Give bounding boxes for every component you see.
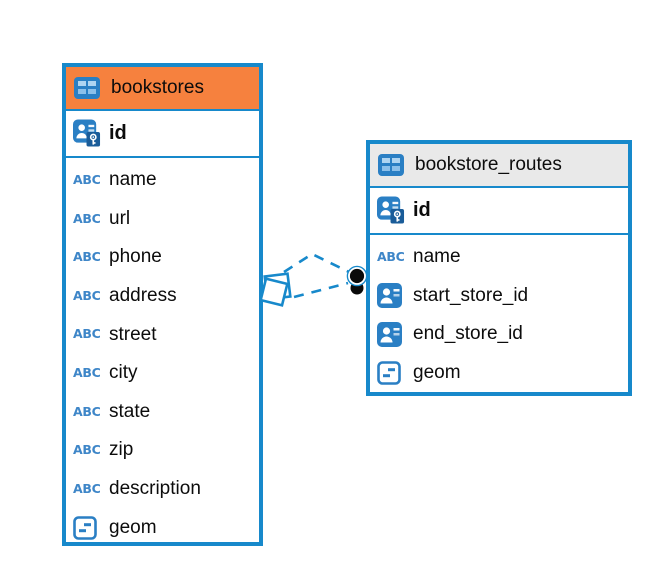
field-row[interactable]: start_store_id	[370, 277, 628, 316]
field-name: description	[109, 478, 201, 500]
field-name: id	[109, 122, 127, 144]
primary-key-icon	[73, 119, 101, 148]
text-type-icon: ABC	[73, 403, 101, 419]
field-list: ABC name ABC url ABC phone ABC address A…	[66, 158, 259, 547]
field-row[interactable]: ABC name	[66, 161, 259, 200]
field-row[interactable]: ABC description	[66, 470, 259, 509]
field-name: street	[109, 323, 157, 345]
table-icon	[378, 154, 406, 176]
field-name: name	[413, 246, 461, 268]
field-name: geom	[413, 362, 461, 384]
field-name: city	[109, 362, 138, 384]
field-name: start_store_id	[413, 284, 529, 306]
primary-key-icon	[377, 196, 405, 225]
dot-end-marker[interactable]	[346, 265, 368, 295]
field-name: address	[109, 285, 177, 307]
field-list: ABC name start_store_id	[370, 235, 628, 392]
field-row[interactable]: end_store_id	[370, 315, 628, 354]
field-row[interactable]: geom	[66, 508, 259, 547]
squares-end-marker[interactable]	[259, 272, 292, 307]
table-bookstore-routes[interactable]: bookstore_routes id	[366, 140, 632, 396]
field-row-pk[interactable]: id	[370, 188, 628, 235]
text-type-icon: ABC	[73, 480, 101, 496]
field-row[interactable]: ABC address	[66, 277, 259, 316]
text-type-icon: ABC	[73, 287, 101, 303]
geometry-type-icon	[377, 361, 405, 385]
field-row[interactable]: ABC url	[66, 200, 259, 239]
geometry-type-icon	[73, 515, 101, 540]
text-type-icon: ABC	[377, 249, 405, 265]
text-type-icon: ABC	[73, 442, 101, 458]
text-type-icon: ABC	[73, 210, 101, 226]
field-row-pk[interactable]: id	[66, 111, 259, 158]
field-row[interactable]: ABC zip	[66, 431, 259, 470]
text-type-icon: ABC	[73, 249, 101, 265]
table-title: bookstore_routes	[415, 154, 562, 175]
table-icon	[74, 77, 102, 99]
foreign-ref-icon	[377, 283, 405, 309]
relationship-line-upper[interactable]	[283, 252, 350, 274]
field-name: phone	[109, 246, 162, 268]
field-name: name	[109, 169, 157, 191]
table-bookstores[interactable]: bookstores id A	[62, 63, 263, 546]
field-row[interactable]: ABC name	[370, 238, 628, 277]
text-type-icon: ABC	[73, 326, 101, 342]
field-row[interactable]: ABC city	[66, 354, 259, 393]
field-row[interactable]: ABC street	[66, 315, 259, 354]
field-name: id	[413, 199, 431, 221]
text-type-icon: ABC	[73, 172, 101, 188]
table-bookstore-routes-header[interactable]: bookstore_routes	[370, 144, 628, 188]
relationship-line-lower[interactable]	[293, 281, 349, 299]
field-row[interactable]: ABC phone	[66, 238, 259, 277]
field-row[interactable]: geom	[370, 354, 628, 393]
field-name: end_store_id	[413, 323, 523, 345]
table-bookstores-header[interactable]: bookstores	[66, 67, 259, 111]
text-type-icon: ABC	[73, 365, 101, 381]
field-row[interactable]: ABC state	[66, 393, 259, 432]
field-name: geom	[109, 516, 157, 538]
foreign-ref-icon	[377, 321, 405, 347]
table-title: bookstores	[111, 77, 204, 98]
field-name: zip	[109, 439, 134, 461]
field-name: state	[109, 400, 151, 422]
field-name: url	[109, 207, 131, 229]
